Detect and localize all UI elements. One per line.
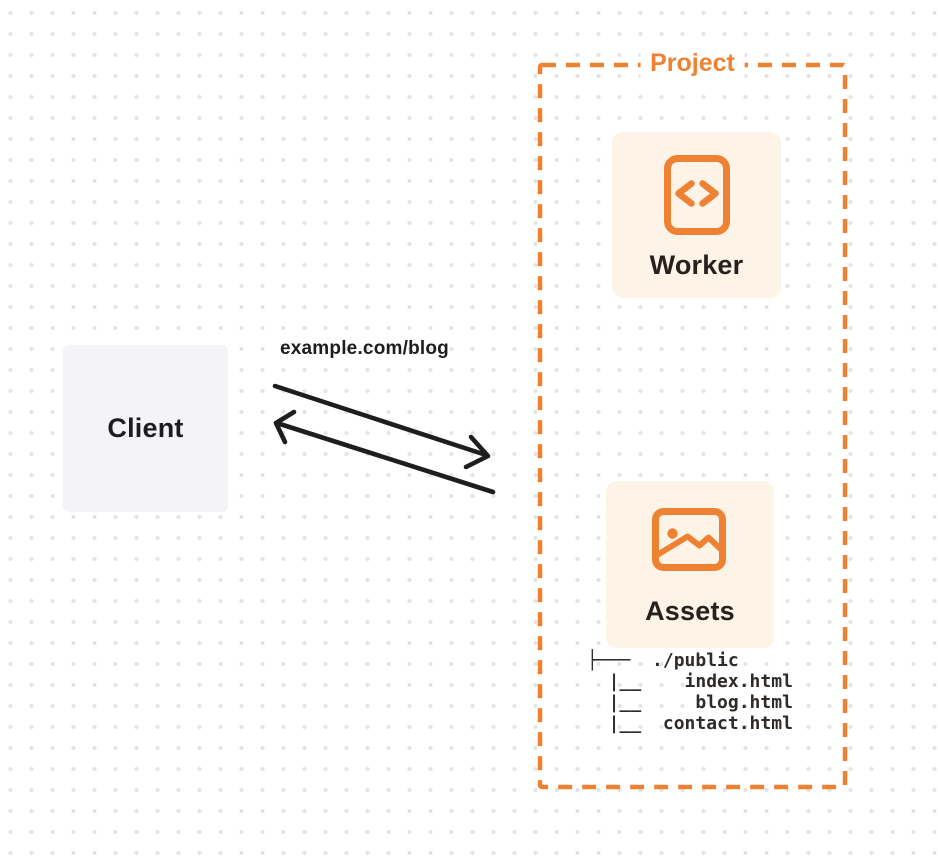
request-url-label: example.com/blog — [280, 338, 449, 359]
file-tree-item: |__ index.html — [587, 671, 793, 692]
worker-node: Worker — [612, 132, 781, 298]
project-label: Project — [640, 49, 745, 78]
assets-label: Assets — [645, 596, 735, 626]
project-boundary: Project Worker Assets ├─── ./public |__ … — [537, 49, 848, 790]
assets-node: Assets — [606, 481, 774, 648]
client-node: Client — [63, 345, 228, 512]
assets-file-tree: ├─── ./public |__ index.html |__ blog.ht… — [587, 650, 793, 734]
worker-label: Worker — [649, 250, 744, 280]
request-arrow-head — [463, 434, 491, 470]
file-tree-item: |__ blog.html — [587, 692, 793, 713]
image-icon — [652, 508, 726, 571]
response-arrow-head — [273, 409, 297, 445]
file-tree-root: ├─── ./public — [587, 650, 739, 671]
client-label: Client — [107, 413, 184, 443]
code-document-icon — [664, 155, 730, 235]
response-arrow-shaft — [277, 421, 496, 495]
file-tree-item: |__ contact.html — [587, 713, 793, 734]
request-arrow-shaft — [272, 383, 489, 458]
